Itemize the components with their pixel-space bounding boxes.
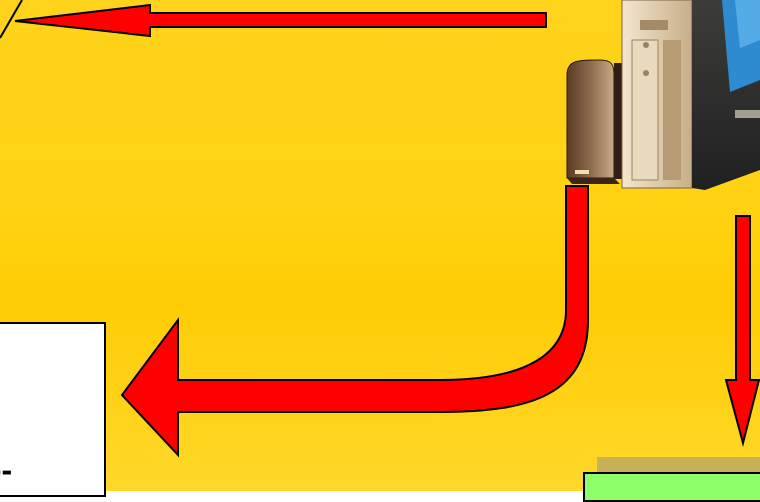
connector-line — [0, 0, 22, 38]
arrow-down-right — [726, 216, 759, 443]
speaker-icon — [567, 60, 626, 184]
text-box: I o- — [0, 322, 106, 497]
arrow-curved-left — [122, 186, 588, 455]
diagram-canvas: I o- — [0, 0, 760, 491]
arrow-left-top — [15, 5, 546, 36]
output-box — [583, 472, 760, 502]
computer-icon — [622, 0, 760, 190]
diagram-svg — [0, 0, 760, 491]
text-box-line-2: o- — [0, 452, 12, 488]
